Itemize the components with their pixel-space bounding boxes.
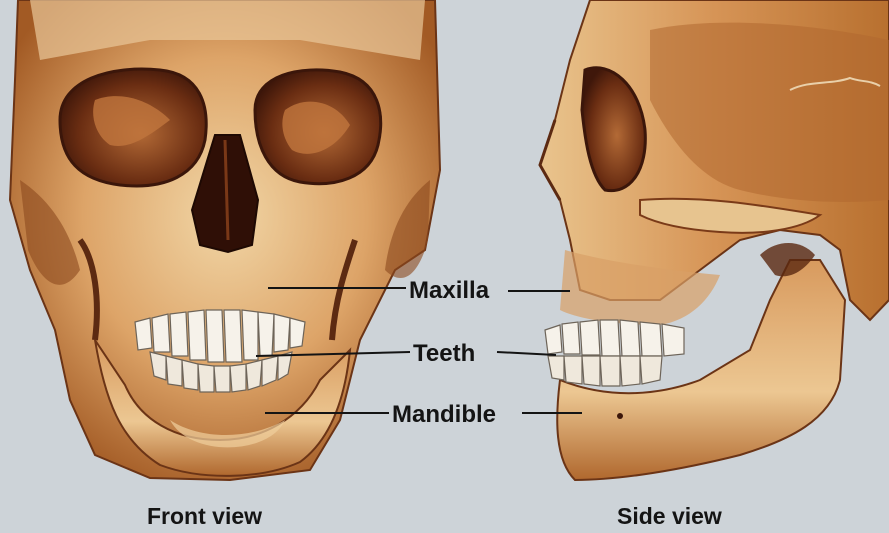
maxilla-label: Maxilla	[409, 279, 489, 303]
front-view-skull	[10, 0, 440, 480]
front-view-caption: Front view	[147, 505, 262, 528]
teeth-label: Teeth	[413, 342, 475, 366]
teeth-side-leader	[497, 352, 556, 355]
side-view-caption: Side view	[617, 505, 722, 528]
side-view-skull	[540, 0, 889, 480]
side-upper-teeth	[545, 320, 684, 356]
mandible-label: Mandible	[392, 403, 496, 427]
